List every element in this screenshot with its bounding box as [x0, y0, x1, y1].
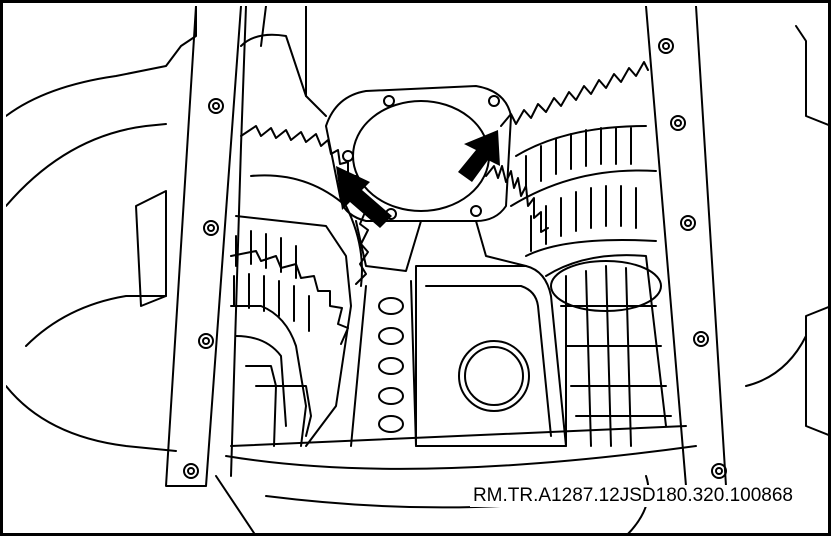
- right-housing-mid: [805, 305, 831, 437]
- right-gear-cluster: [485, 61, 672, 447]
- sump-inner: [425, 285, 552, 437]
- arrow-right: [458, 130, 500, 182]
- right-housing-curve: [745, 335, 807, 387]
- top-left-boss: [240, 33, 327, 117]
- sump-outline: [415, 265, 567, 447]
- oil-channel: [350, 280, 417, 447]
- housing-base: [215, 475, 257, 536]
- bearing-boss-plate: [325, 85, 512, 222]
- left-housing-outline: [6, 6, 197, 117]
- left-housing-bulge: [6, 123, 167, 207]
- bearing-bore: [352, 100, 490, 212]
- oil-slots: [378, 297, 404, 433]
- left-housing-ear: [135, 190, 167, 307]
- housing-lip: [225, 445, 697, 470]
- left-gear-cluster: [230, 125, 369, 447]
- right-housing-top: [795, 25, 831, 127]
- gearbox-illustration: [6, 6, 831, 536]
- arrow-left: [336, 166, 392, 228]
- left-cover-inner: [230, 6, 247, 477]
- drain-plug-outer: [458, 340, 530, 412]
- boss-web-right: [475, 220, 527, 267]
- left-housing-lower: [6, 385, 177, 452]
- left-housing-curve: [25, 295, 167, 347]
- housing-floor: [230, 425, 687, 447]
- left-cover-plate: [165, 6, 242, 487]
- figure-reference-code: RM.TR.A1287.12JSD180.320.100868: [469, 485, 796, 507]
- drain-plug-inner: [464, 346, 524, 406]
- right-cover-plate: [645, 6, 727, 487]
- cover-bolts: [183, 38, 727, 479]
